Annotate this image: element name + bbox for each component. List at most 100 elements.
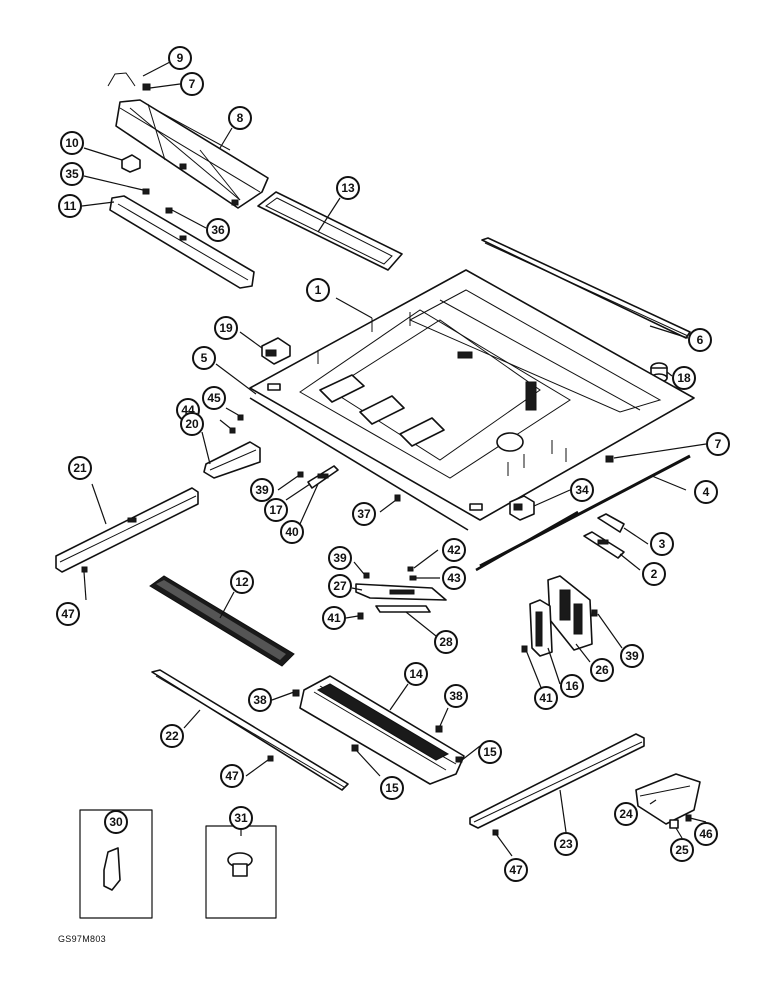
callout-41b: 41 [534,686,558,710]
callout-23: 23 [554,832,578,856]
svg-text:43: 43 [447,571,461,585]
part-13-gasket [257,191,403,271]
part-47-screw-left [81,566,88,573]
callout-25: 25 [670,838,694,862]
callout-38: 38 [248,688,272,712]
callout-43: 43 [442,566,466,590]
svg-text:46: 46 [699,827,713,841]
callout-39c: 39 [620,644,644,668]
callout-6: 6 [688,328,712,352]
svg-text:38: 38 [449,689,463,703]
svg-text:7: 7 [189,77,196,91]
callout-37: 37 [352,502,376,526]
part-43-washer [409,575,417,581]
part-36-screw [165,207,173,214]
callout-12: 12 [230,570,254,594]
callout-27: 27 [328,574,352,598]
svg-text:3: 3 [659,537,666,551]
callout-5: 5 [192,346,216,370]
callout-30: 30 [104,810,128,834]
callout-1: 1 [306,278,330,302]
part-22-rail [151,669,349,791]
svg-text:31: 31 [234,811,248,825]
part-28-plate [375,605,431,613]
svg-text:39: 39 [255,483,269,497]
svg-text:22: 22 [165,729,179,743]
svg-text:47: 47 [509,863,523,877]
callout-11: 11 [58,194,82,218]
callout-18: 18 [672,366,696,390]
part-45-screw [237,414,244,421]
callout-34: 34 [570,478,594,502]
svg-text:7: 7 [715,437,722,451]
svg-text:4: 4 [703,485,710,499]
callout-2: 2 [642,562,666,586]
svg-text:26: 26 [595,663,609,677]
svg-text:8: 8 [237,111,244,125]
part-1-top-panel [249,269,695,521]
svg-text:42: 42 [447,543,461,557]
svg-text:28: 28 [439,635,453,649]
part-47-screw-right [492,829,499,836]
part-7-nut-top [142,83,151,91]
svg-text:1: 1 [315,283,322,297]
callout-17: 17 [264,498,288,522]
part-5-strip [249,397,469,531]
part-9-clip [107,72,136,87]
part-41-screw-right [521,645,528,653]
callout-28: 28 [434,630,458,654]
part-23-rail [469,733,645,829]
svg-text:40: 40 [285,525,299,539]
svg-text:35: 35 [65,167,79,181]
svg-text:12: 12 [235,575,249,589]
callout-7b: 7 [706,432,730,456]
part-47-screw-mid [267,755,274,762]
part-39-screw-b [363,572,370,579]
svg-text:2: 2 [651,567,658,581]
part-39-screw-c [591,609,598,617]
part-38-screw-right [435,725,443,733]
svg-text:37: 37 [357,507,371,521]
svg-text:45: 45 [207,391,221,405]
callout-38b: 38 [444,684,468,708]
part-21-angle-bracket [55,487,199,573]
part-24-bracket [635,773,701,825]
callout-8: 8 [228,106,252,130]
part-39-screw-a [297,471,304,478]
part-25-clip [669,819,679,829]
callout-3: 3 [650,532,674,556]
part-31-label [205,825,277,919]
callout-47c: 47 [504,858,528,882]
callout-10: 10 [60,131,84,155]
part-20-bracket [203,441,261,479]
drawing-code: GS97M803 [58,934,106,944]
part-34-bracket [509,495,535,521]
svg-text:25: 25 [675,843,689,857]
callout-39b: 39 [328,546,352,570]
callout-7: 7 [180,72,204,96]
callout-45: 45 [202,386,226,410]
callout-20: 20 [180,412,204,436]
callout-4: 4 [694,480,718,504]
svg-text:16: 16 [565,679,579,693]
callout-24: 24 [614,802,638,826]
svg-text:36: 36 [211,223,225,237]
callout-41: 41 [322,606,346,630]
part-16-plate [529,599,553,657]
callout-22: 22 [160,724,184,748]
callout-21: 21 [68,456,92,480]
callout-15: 15 [380,776,404,800]
svg-text:27: 27 [333,579,347,593]
part-15-screw-right [455,756,463,763]
svg-text:39: 39 [625,649,639,663]
svg-text:24: 24 [619,807,633,821]
callout-46: 46 [694,822,718,846]
svg-text:38: 38 [253,693,267,707]
svg-text:17: 17 [269,503,283,517]
svg-text:13: 13 [341,181,355,195]
svg-text:18: 18 [677,371,691,385]
callout-40: 40 [280,520,304,544]
leader-lines [81,61,707,857]
part-10-block [121,154,141,173]
